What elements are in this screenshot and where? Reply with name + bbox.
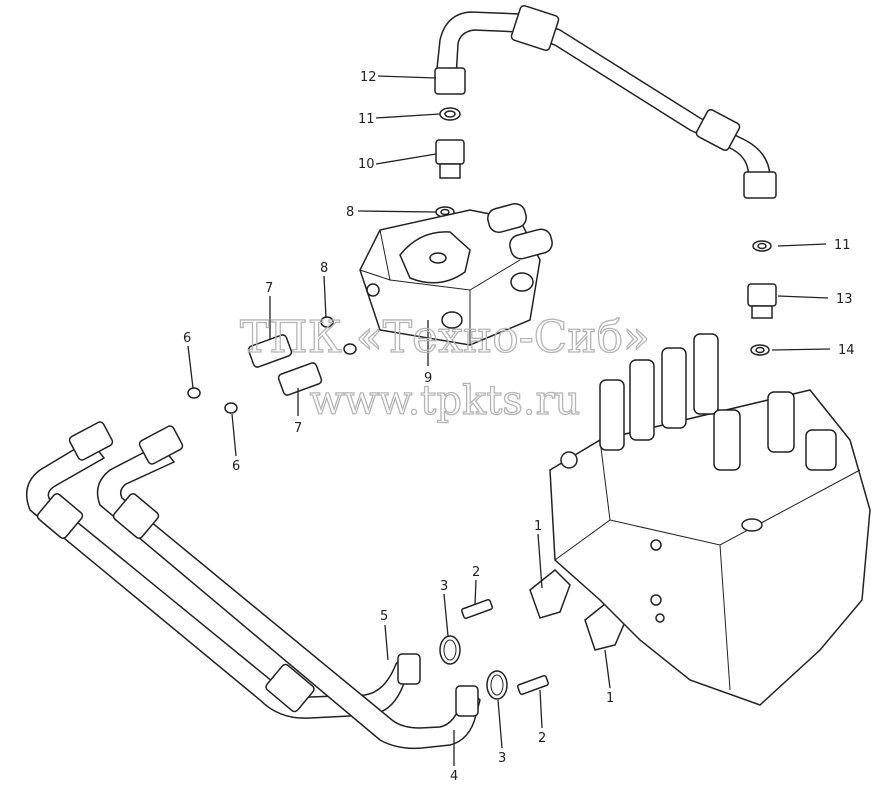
callout-13: 13 — [836, 292, 853, 307]
callout-6-bottom: 6 — [232, 459, 240, 474]
left-fittings — [187, 316, 357, 414]
callout-7-top: 7 — [265, 281, 273, 296]
callout-14: 14 — [838, 343, 855, 358]
callout-11-left: 11 — [358, 112, 375, 127]
callout-9: 9 — [424, 371, 432, 386]
watermark-company: ТПК «Техно-Сиб» — [240, 312, 650, 363]
callout-12: 12 — [360, 70, 377, 85]
callout-2-bottom: 2 — [538, 731, 546, 746]
callouts: 12 11 10 8 11 13 14 8 7 6 9 7 6 5 3 2 1 … — [183, 70, 855, 784]
callout-10: 10 — [358, 157, 375, 172]
callout-3-top: 3 — [440, 579, 448, 594]
lower-hoses — [25, 421, 481, 750]
callout-8-top: 8 — [346, 205, 354, 220]
callout-1-bottom: 1 — [606, 691, 614, 706]
upper-hose — [434, 4, 777, 199]
callout-4: 4 — [450, 769, 458, 784]
callout-7-bottom: 7 — [294, 421, 302, 436]
callout-11-right: 11 — [834, 238, 851, 253]
main-control-valve — [549, 333, 871, 706]
callout-6-top: 6 — [183, 331, 191, 346]
left-fitting-stack — [435, 107, 465, 218]
watermark: ТПК «Техно-Сиб» www.tpkts.ru — [239, 311, 650, 424]
callout-1-top: 1 — [534, 519, 542, 534]
callout-5: 5 — [380, 609, 388, 624]
valve-block — [359, 202, 553, 346]
leader-lines — [187, 75, 831, 766]
callout-2-top: 2 — [472, 565, 480, 580]
watermark-website: www.tpkts.ru — [310, 378, 581, 424]
callout-3-bottom: 3 — [498, 751, 506, 766]
callout-8-left: 8 — [320, 261, 328, 276]
right-fitting-stack — [747, 240, 777, 356]
